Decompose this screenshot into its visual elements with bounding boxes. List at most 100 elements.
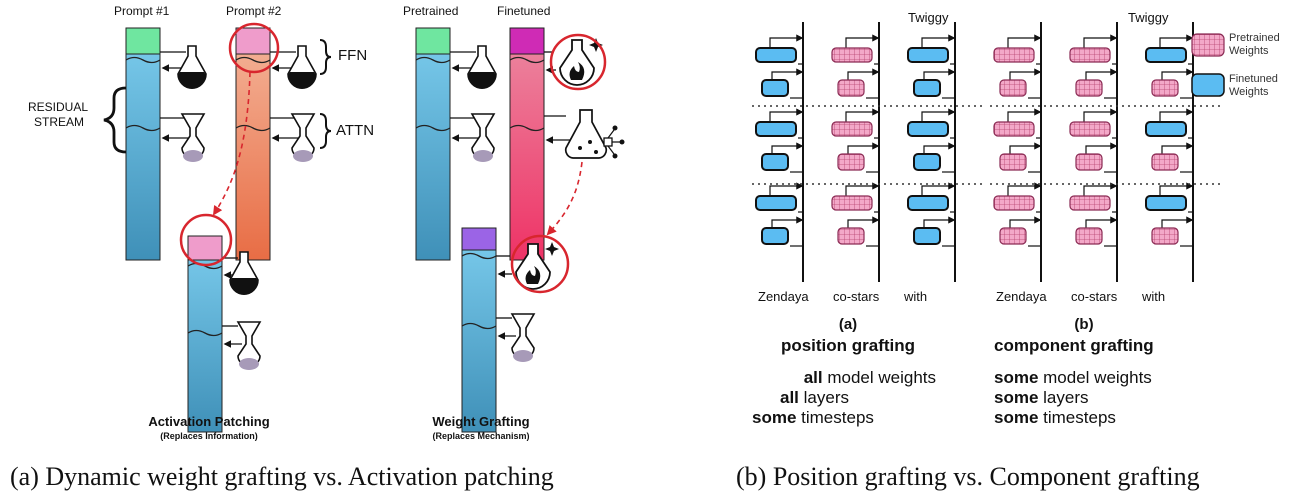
finetuned-ffn-block bbox=[913, 153, 941, 171]
residual-brace bbox=[103, 86, 127, 154]
pretrained-attn-block bbox=[993, 195, 1035, 211]
block-arrow bbox=[923, 68, 956, 80]
pretrained-attn-block bbox=[1069, 47, 1111, 63]
block-arrow bbox=[1083, 182, 1118, 196]
block-arrow bbox=[921, 108, 956, 122]
column-prompt1 bbox=[125, 27, 161, 261]
block-arrow bbox=[1159, 182, 1194, 196]
token-label: Zendaya bbox=[996, 289, 1047, 304]
flask-icon bbox=[160, 45, 207, 89]
ffn-brace bbox=[319, 39, 332, 75]
finetuned-attn-block bbox=[907, 195, 949, 211]
label-residual-line2: STREAM bbox=[34, 115, 85, 129]
block-arrow bbox=[769, 34, 804, 48]
pretrained-ffn-block bbox=[1151, 227, 1179, 245]
column-activation-result bbox=[187, 235, 223, 433]
weight-subtitle: (Replaces Mechanism) bbox=[432, 431, 530, 441]
attn-brace bbox=[319, 113, 332, 149]
label-prompt1: Prompt #1 bbox=[114, 4, 170, 18]
pretrained-ffn-block bbox=[1075, 227, 1103, 245]
block-arrow bbox=[1009, 142, 1042, 154]
finetuned-attn-block bbox=[1145, 121, 1187, 137]
block-arrow bbox=[1007, 108, 1042, 122]
component-letter: (b) bbox=[1074, 316, 1094, 333]
finetuned-ffn-block bbox=[761, 153, 789, 171]
block-arrow bbox=[769, 182, 804, 196]
finetuned-attn-block bbox=[1145, 47, 1187, 63]
pretrained-ffn-block bbox=[999, 79, 1027, 97]
block-arrow bbox=[1085, 142, 1118, 154]
highlight-circle bbox=[179, 213, 233, 267]
pretrained-attn-block bbox=[993, 121, 1035, 137]
finetuned-ffn-block bbox=[913, 79, 941, 97]
component-line: some layers bbox=[994, 388, 1089, 407]
block-arrow bbox=[921, 34, 956, 48]
label-pretrained: Pretrained bbox=[403, 4, 459, 18]
block-arrow bbox=[771, 142, 804, 154]
block-arrow bbox=[845, 182, 880, 196]
column-finetuned bbox=[509, 27, 545, 261]
label-ffn: FFN bbox=[338, 47, 368, 64]
pretrained-attn-block bbox=[993, 47, 1035, 63]
highlight-circle bbox=[510, 234, 570, 294]
legend-pretrained-line1: Pretrained bbox=[1229, 32, 1280, 44]
block-arrow bbox=[1009, 68, 1042, 80]
hourglass-icon bbox=[496, 313, 536, 362]
finetuned-attn-block bbox=[1145, 195, 1187, 211]
burning-flask-icon bbox=[496, 242, 559, 290]
label-attn: ATTN bbox=[336, 122, 375, 139]
finetuned-ffn-block bbox=[761, 227, 789, 245]
flask-icon bbox=[450, 45, 497, 89]
finetuned-attn-block bbox=[755, 195, 797, 211]
position-line: some timesteps bbox=[752, 408, 874, 427]
weight-title: Weight Grafting bbox=[432, 414, 530, 429]
block-arrow bbox=[921, 182, 956, 196]
block-arrow bbox=[923, 142, 956, 154]
token-label: Zendaya bbox=[758, 289, 809, 304]
caption-left: (a) Dynamic weight grafting vs. Activati… bbox=[10, 462, 554, 491]
caption-right: (b) Position grafting vs. Component graf… bbox=[736, 462, 1200, 491]
column-pretrained bbox=[415, 27, 451, 261]
twiggy-label-right: Twiggy bbox=[1128, 10, 1169, 25]
column-weight-result bbox=[461, 227, 497, 433]
block-arrow bbox=[845, 34, 880, 48]
legend-pretrained-line2: Weights bbox=[1229, 45, 1269, 57]
legend-finetuned-line1: Finetuned bbox=[1229, 73, 1278, 85]
position-title: position grafting bbox=[780, 336, 916, 355]
flask-icon bbox=[270, 45, 317, 89]
pretrained-ffn-block bbox=[837, 153, 865, 171]
block-arrow bbox=[1161, 216, 1194, 228]
block-arrow bbox=[1159, 108, 1194, 122]
position-line: all layers bbox=[780, 388, 849, 407]
highlight-circle bbox=[228, 22, 280, 74]
activation-title: Activation Patching bbox=[148, 414, 270, 429]
finetuned-attn-block bbox=[907, 47, 949, 63]
block-arrow bbox=[1085, 68, 1118, 80]
component-line: some model weights bbox=[994, 368, 1152, 387]
twiggy-label-left: Twiggy bbox=[908, 10, 949, 25]
finetuned-ffn-block bbox=[913, 227, 941, 245]
pretrained-attn-block bbox=[831, 195, 873, 211]
label-prompt2: Prompt #2 bbox=[226, 4, 282, 18]
pretrained-attn-block bbox=[831, 47, 873, 63]
finetuned-attn-block bbox=[755, 47, 797, 63]
token-label: co-stars bbox=[1071, 289, 1118, 304]
label-residual-line1: RESIDUAL bbox=[28, 100, 89, 114]
token-label: with bbox=[1142, 289, 1166, 304]
legend-finetuned-swatch bbox=[1191, 73, 1225, 97]
pretrained-ffn-block bbox=[1151, 79, 1179, 97]
block-arrow bbox=[1007, 182, 1042, 196]
label-finetuned: Finetuned bbox=[497, 4, 551, 18]
finetuned-attn-block bbox=[755, 121, 797, 137]
flask-icon bbox=[222, 251, 259, 296]
pretrained-ffn-block bbox=[837, 79, 865, 97]
block-arrow bbox=[1009, 216, 1042, 228]
pretrained-ffn-block bbox=[1151, 153, 1179, 171]
legend-pretrained-swatch bbox=[1191, 33, 1225, 57]
position-letter: (a) bbox=[838, 316, 858, 333]
component-line: some timesteps bbox=[994, 408, 1116, 427]
block-arrow bbox=[847, 142, 880, 154]
pretrained-attn-block bbox=[1069, 195, 1111, 211]
finetuned-attn-block bbox=[907, 121, 949, 137]
